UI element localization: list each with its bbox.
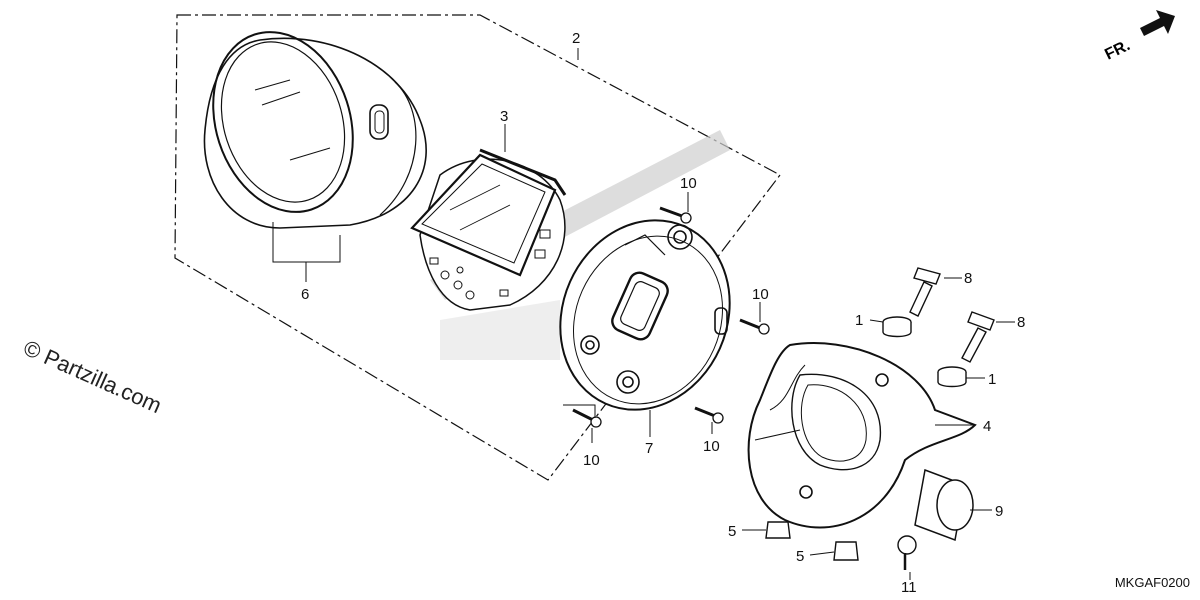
callout-2: 2 <box>572 30 580 47</box>
visor-cover-part-4 <box>747 342 977 529</box>
callout-3: 3 <box>500 108 508 125</box>
callout-10: 10 <box>583 452 600 469</box>
screw-part-11 <box>897 535 917 570</box>
callout-9: 9 <box>995 503 1003 520</box>
screw-part-10-d <box>694 406 724 424</box>
grommet-part-1-a <box>882 316 912 338</box>
callout-10: 10 <box>703 438 720 455</box>
screw-part-10-c <box>572 408 602 428</box>
leader-lines <box>272 48 1015 580</box>
callout-5: 5 <box>728 523 736 540</box>
front-direction-arrow: FR. <box>1102 10 1175 64</box>
callout-1: 1 <box>988 371 996 388</box>
cushion-part-5-b <box>833 541 859 561</box>
callout-8: 8 <box>1017 314 1025 331</box>
bolt-part-8-a <box>909 267 941 317</box>
bolt-part-8-b <box>961 311 995 363</box>
screw-part-10-b <box>739 318 770 335</box>
callout-5: 5 <box>796 548 804 565</box>
callout-6: 6 <box>301 286 309 303</box>
callout-4: 4 <box>983 418 991 435</box>
cushion-part-5-a <box>765 521 791 539</box>
callout-7: 7 <box>645 440 653 457</box>
lcd-board-part-3 <box>410 148 567 311</box>
callout-8: 8 <box>964 270 972 287</box>
meter-case-part-6 <box>203 31 427 229</box>
meter-housing-part-7 <box>559 219 731 411</box>
grommet-part-1-b <box>937 366 967 388</box>
diagram-reference-code: MKGAF0200 <box>1114 575 1190 590</box>
direction-label: FR. <box>1102 37 1133 64</box>
callout-10: 10 <box>680 175 697 192</box>
callout-1: 1 <box>855 312 863 329</box>
screw-part-10-a <box>659 206 692 224</box>
callout-10: 10 <box>752 286 769 303</box>
clip-part-9 <box>914 468 974 542</box>
callout-11: 11 <box>901 579 917 596</box>
